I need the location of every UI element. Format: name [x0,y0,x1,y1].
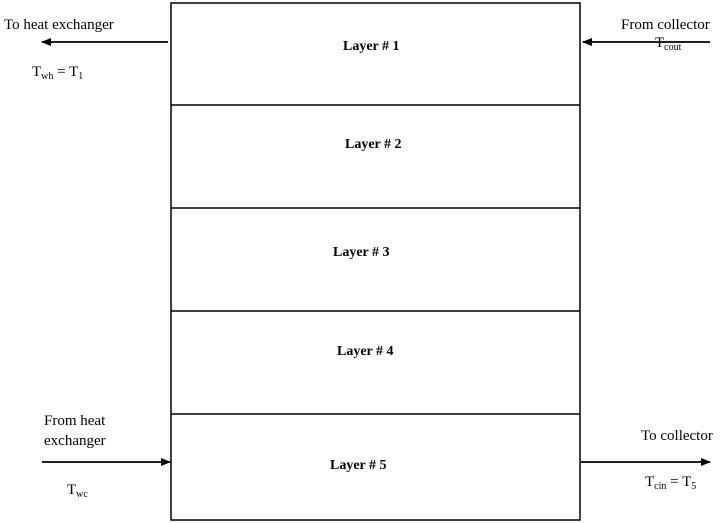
from-collector-label: From collector [621,17,710,33]
t-wc-label: Twc [67,482,88,500]
t-cout-label: Tcout [655,35,682,53]
layer-5-label: Layer # 5 [330,458,387,473]
to-collector-label: To collector [641,428,713,444]
layer-2-label: Layer # 2 [345,137,402,152]
t-wh-label: Twh = T1 [32,64,84,82]
from-heat-exchanger-line1: From heat [44,413,106,429]
to-heat-exchanger-label: To heat exchanger [4,17,114,33]
layer-1-label: Layer # 1 [343,39,400,54]
t-cin-label: Tcin = T5 [645,474,697,492]
layer-4-label: Layer # 4 [337,344,394,359]
layer-3-label: Layer # 3 [333,245,390,260]
from-heat-exchanger-line2: exchanger [44,433,106,449]
tank-outline [170,2,581,521]
